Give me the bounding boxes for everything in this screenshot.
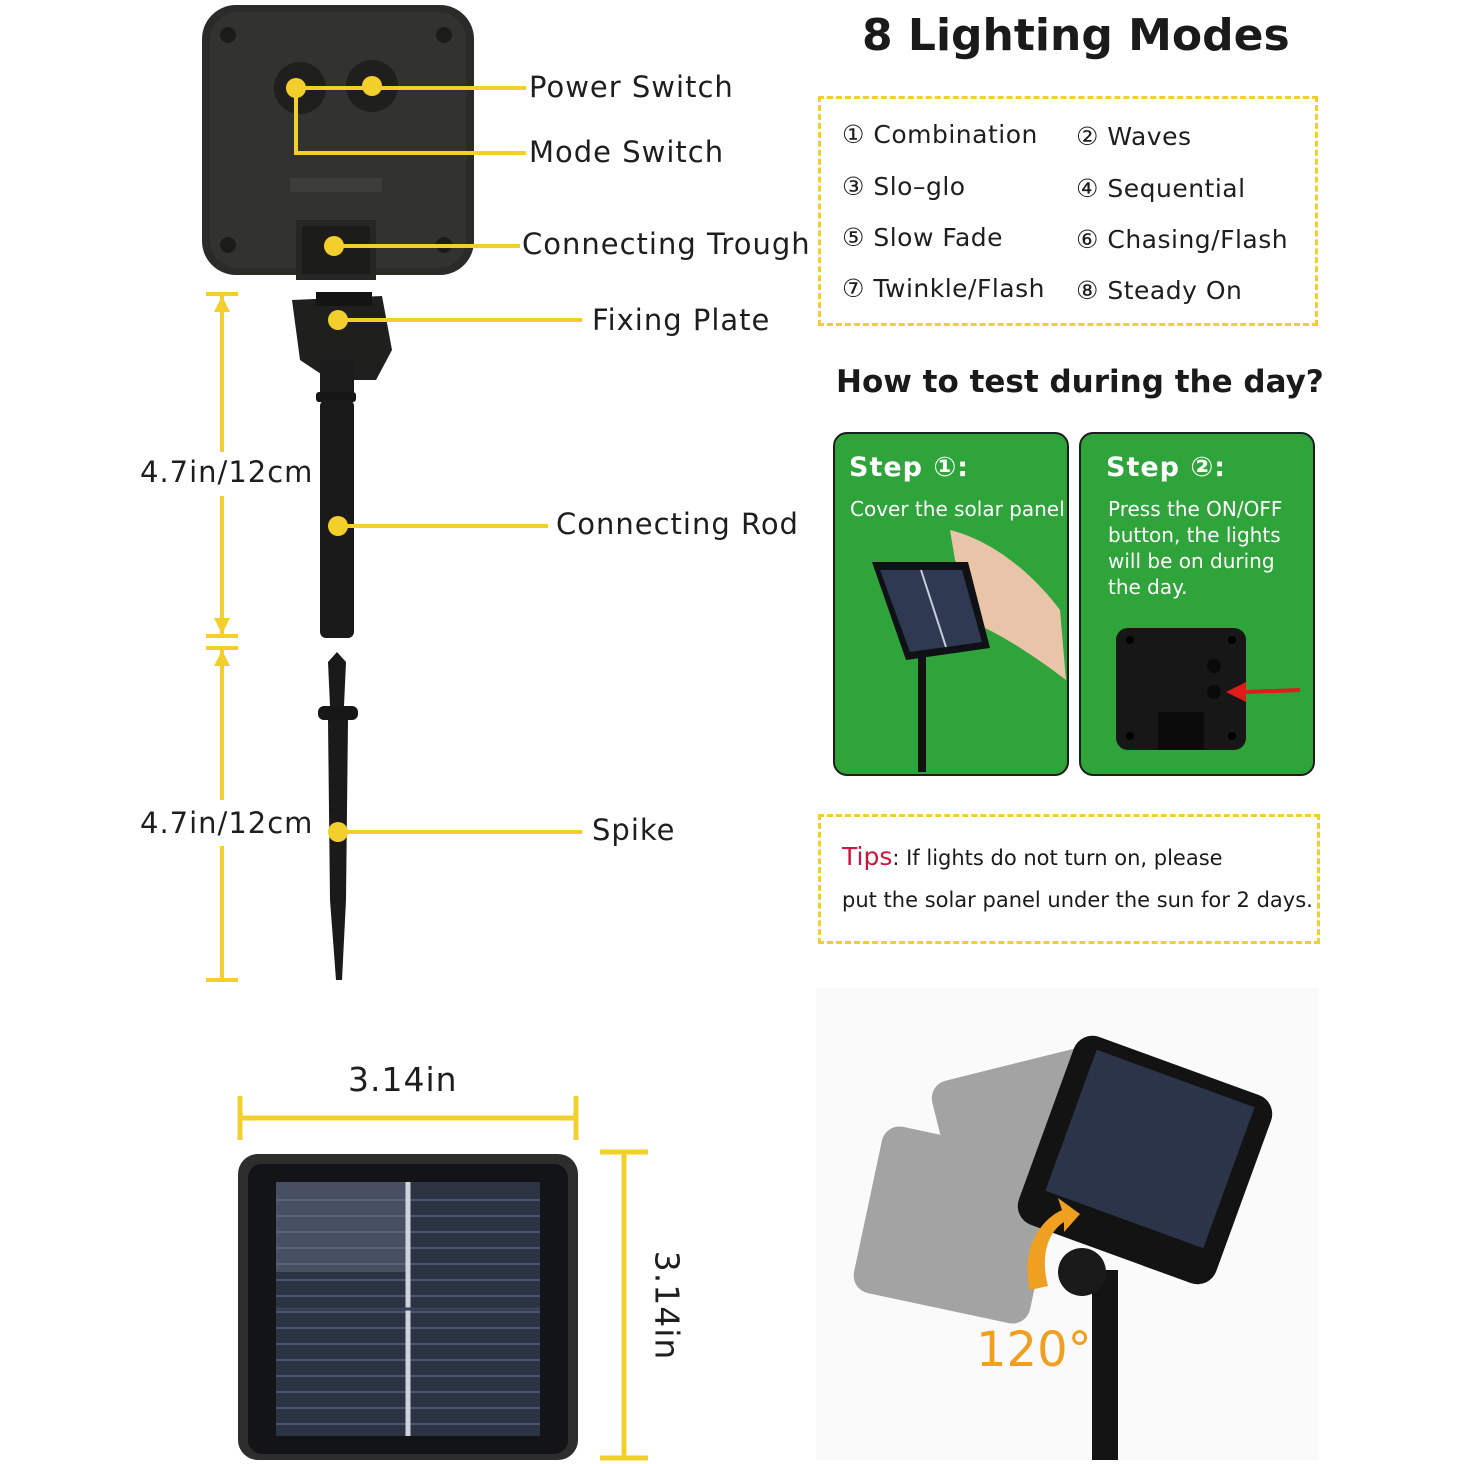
fixing-plate-label: Fixing Plate bbox=[592, 303, 771, 337]
mode-item: ① Combination bbox=[842, 120, 1038, 149]
solar-panel-graphic bbox=[238, 1154, 578, 1460]
step2-text: Press the ON/OFF button, the lights will… bbox=[1108, 497, 1283, 599]
modes-title: 8 Lighting Modes bbox=[862, 10, 1290, 61]
callout-lines bbox=[294, 86, 582, 834]
mode-item: ⑥ Chasing/Flash bbox=[1076, 225, 1289, 254]
step2-illustration bbox=[1116, 628, 1301, 750]
rod-length-label: 4.7in/12cm bbox=[140, 455, 314, 489]
spike-length-label: 4.7in/12cm bbox=[140, 806, 314, 840]
step1-heading: Step ①: bbox=[849, 452, 970, 483]
panel-width-label: 3.14in bbox=[348, 1060, 458, 1099]
tips-line1-text: : If lights do not turn on, please bbox=[892, 846, 1223, 870]
vertical-dimension-lines bbox=[206, 292, 238, 982]
mode-item: ⑦ Twinkle/Flash bbox=[842, 274, 1045, 303]
control-box bbox=[202, 5, 474, 280]
mode-item: ⑤ Slow Fade bbox=[842, 223, 1004, 252]
mode-item: ⑧ Steady On bbox=[1076, 276, 1243, 305]
step1-illustration bbox=[872, 530, 1066, 772]
rotation-angle-label: 120° bbox=[976, 1322, 1092, 1378]
callout-dots bbox=[286, 76, 382, 842]
tips-label: Tips bbox=[842, 842, 893, 871]
connecting-rod-label: Connecting Rod bbox=[556, 507, 799, 541]
spike-label: Spike bbox=[592, 813, 676, 847]
connecting-trough-label: Connecting Trough bbox=[522, 227, 811, 261]
mode-item: ② Waves bbox=[1076, 122, 1192, 151]
modes-box bbox=[818, 96, 1318, 326]
step1-text: Cover the solar panel bbox=[850, 497, 1065, 521]
height-dimension-line bbox=[600, 1149, 648, 1461]
tips-box bbox=[818, 814, 1320, 944]
spike-graphic bbox=[318, 652, 358, 980]
rotation-illustration bbox=[816, 988, 1318, 1460]
mode-item: ④ Sequential bbox=[1076, 174, 1246, 203]
connecting-rod-graphic bbox=[316, 360, 356, 638]
power-switch-label: Power Switch bbox=[529, 70, 734, 104]
width-dimension-line bbox=[237, 1096, 579, 1140]
dimension-arrows bbox=[214, 296, 230, 666]
tips-line2: put the solar panel under the sun for 2 … bbox=[842, 888, 1313, 912]
panel-height-label: 3.14in bbox=[647, 1250, 687, 1361]
tips-line1: Tips: If lights do not turn on, please bbox=[842, 842, 1223, 871]
mode-item: ③ Slo–glo bbox=[842, 172, 966, 201]
fixing-plate-graphic bbox=[292, 292, 392, 380]
step2-heading: Step ②: bbox=[1106, 452, 1227, 483]
mode-switch-label: Mode Switch bbox=[529, 135, 725, 169]
test-title: How to test during the day? bbox=[836, 364, 1324, 400]
